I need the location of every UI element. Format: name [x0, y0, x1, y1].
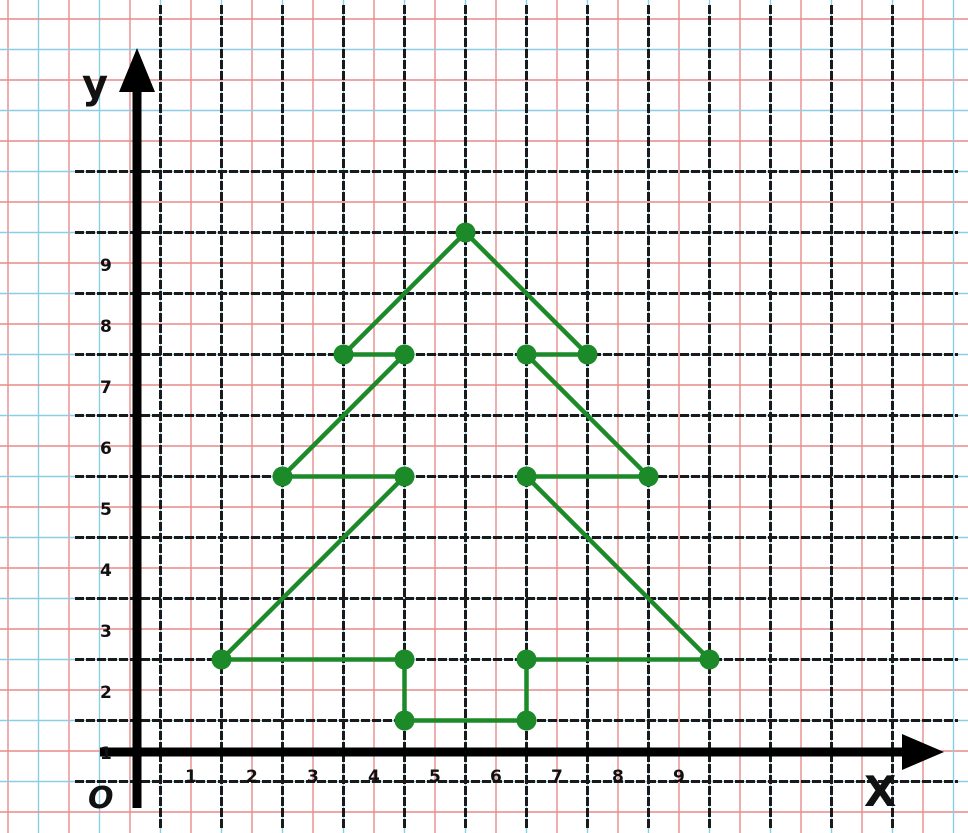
- tree-segment: [341, 230, 468, 357]
- tree-vertex-point: [516, 344, 537, 365]
- y-tick-label: 5: [100, 500, 112, 520]
- tree-vertex-point: [394, 466, 415, 487]
- y-tick-label: 9: [100, 256, 112, 276]
- tick-labels: 1 2 3 4 5 6 7 8 9 1 2 3 4 5 6 7 8 9: [100, 256, 685, 787]
- origin-label: O: [88, 781, 114, 816]
- x-tick-label: 3: [307, 767, 319, 787]
- tree-vertex-point: [577, 344, 598, 365]
- tree-vertex-point: [394, 344, 415, 365]
- tree-vertex-point: [333, 344, 354, 365]
- tree-vertex-point: [516, 649, 537, 670]
- y-tick-label: 4: [100, 561, 112, 581]
- tree-vertex-point: [272, 466, 293, 487]
- tree-vertex-point: [394, 710, 415, 731]
- tree-figure: [211, 222, 720, 731]
- coordinate-grid: [75, 5, 958, 828]
- tree-vertex-point: [516, 466, 537, 487]
- axes: y X O: [82, 48, 944, 816]
- tree-vertex-point: [211, 649, 232, 670]
- tree-segment: [219, 474, 407, 662]
- y-tick-label: 6: [100, 439, 112, 459]
- x-tick-label: 8: [612, 767, 624, 787]
- x-tick-label: 4: [368, 767, 380, 787]
- y-axis-label: y: [82, 62, 108, 108]
- x-tick-label: 6: [490, 767, 502, 787]
- y-tick-label: 3: [100, 622, 112, 642]
- tree-vertex-point: [638, 466, 659, 487]
- tree-vertex-point: [699, 649, 720, 670]
- y-tick-label: 7: [100, 378, 112, 398]
- y-tick-label: 1: [100, 744, 112, 764]
- x-tick-label: 9: [673, 767, 685, 787]
- x-tick-label: 5: [429, 767, 441, 787]
- y-tick-label: 2: [100, 683, 112, 703]
- tree-segment: [524, 474, 712, 662]
- tree-vertex-point: [455, 222, 476, 243]
- x-axis-arrow: [902, 734, 944, 770]
- tree-segment: [524, 352, 651, 479]
- x-axis-label: X: [864, 767, 896, 816]
- x-tick-label: 1: [185, 767, 197, 787]
- y-axis-arrow: [119, 48, 155, 92]
- x-tick-label: 2: [246, 767, 258, 787]
- tree-vertex-point: [394, 649, 415, 670]
- tree-segment: [280, 352, 407, 479]
- tree-segment: [463, 230, 590, 357]
- y-tick-label: 8: [100, 317, 112, 337]
- x-tick-label: 7: [551, 767, 563, 787]
- tree-vertex-point: [516, 710, 537, 731]
